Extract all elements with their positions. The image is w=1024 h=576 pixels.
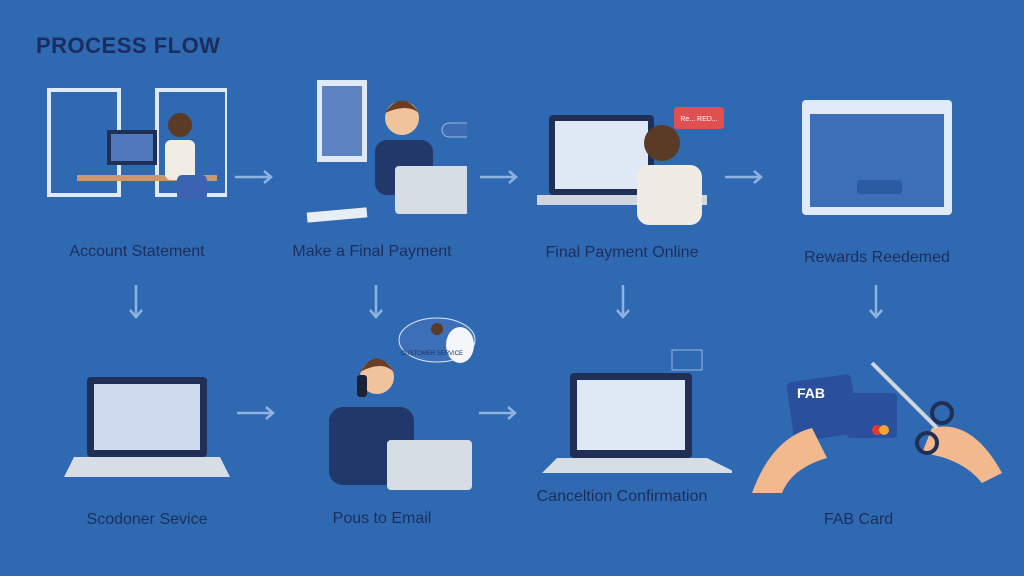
card-cutting-illustration: FAB: [752, 361, 1002, 493]
step-label: Account Statement: [69, 243, 205, 260]
browser-window-illustration: [802, 100, 952, 215]
step-label: Pous to Email: [332, 510, 432, 527]
arrow-down-icon: [616, 285, 630, 319]
desk-worker-illustration: [47, 88, 227, 200]
step-label: Scodoner Sevice: [86, 511, 208, 528]
step-account-statement: Account Statement: [17, 85, 257, 261]
step-label: Rewards Reedemed: [804, 249, 950, 266]
arrow-right-icon: [479, 406, 517, 420]
step-make-final-payment: Make a Final Payment: [252, 78, 492, 261]
arrow-down-icon: [129, 285, 143, 319]
customer-service-bubble-text: CUSTOMER SERVICE: [401, 351, 463, 357]
step-pous-to-email: CUSTOMER SERVICE Pous to Email: [262, 315, 502, 528]
step-label: Make a Final Payment: [292, 243, 452, 260]
step-fab-card: FAB FAB Card: [752, 358, 1002, 529]
step-cancellation-confirmation: Canceltion Confirmation: [512, 348, 752, 506]
arrow-right-icon: [237, 406, 275, 420]
card-brand-text: FAB: [797, 385, 825, 401]
laptop-confirmation-illustration: [542, 349, 732, 473]
man-on-phone-illustration: CUSTOMER SERVICE: [329, 317, 476, 490]
arrow-right-icon: [725, 170, 763, 184]
step-final-payment-online: Re... RED... Final Payment Online: [502, 105, 742, 262]
arrow-right-icon: [480, 170, 518, 184]
arrow-down-icon: [869, 285, 883, 319]
step-label: FAB Card: [823, 511, 894, 528]
step-label: Final Payment Online: [545, 244, 699, 261]
step-label: Canceltion Confirmation: [536, 488, 708, 505]
step-rewards-redeemed: Rewards Reedemed: [757, 100, 997, 267]
arrow-right-icon: [235, 170, 273, 184]
badge-text: Re... RED...: [680, 116, 717, 123]
step-customer-service: Scodoner Sevice: [27, 375, 267, 529]
laptop-illustration: [64, 377, 230, 477]
page-title: PROCESS FLOW: [36, 33, 221, 58]
person-at-computer-illustration: Re... RED...: [537, 107, 724, 225]
arrow-down-icon: [369, 285, 383, 319]
man-with-laptop-illustration: [306, 80, 467, 223]
